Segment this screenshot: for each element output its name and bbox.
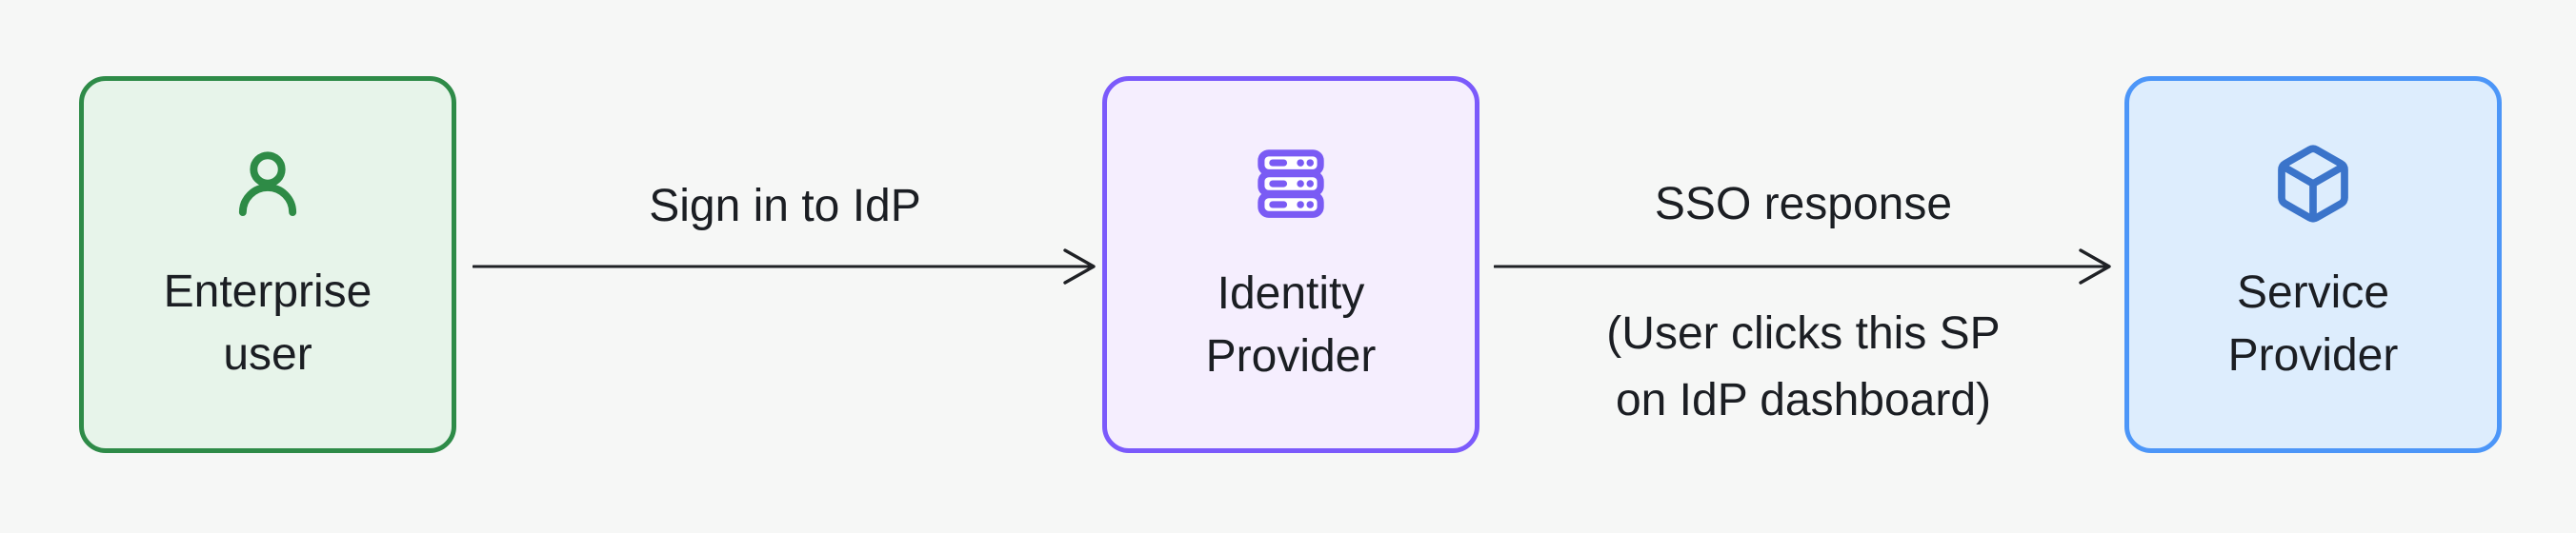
edge-label-sso-response: SSO response: [1654, 179, 1953, 229]
box-icon: [2271, 142, 2355, 226]
node-enterprise-user: Enterprise user: [79, 76, 456, 453]
arrow-user-to-idp: [473, 248, 1096, 285]
server-icon: [1248, 141, 1334, 227]
edge-note-sp-click: (User clicks this SP on IdP dashboard): [1494, 301, 2113, 434]
node-service-provider: Service Provider: [2124, 76, 2502, 453]
node-label: Service Provider: [2227, 267, 2399, 381]
node-label: Identity Provider: [1205, 268, 1377, 382]
edge-note-line1: (User clicks this SP: [1606, 308, 2001, 359]
edge-note-line2: on IdP dashboard): [1615, 375, 1992, 425]
node-label: Enterprise user: [163, 266, 372, 380]
arrow-idp-to-sp: [1494, 248, 2111, 285]
edge-label-sign-in: Sign in to IdP: [649, 181, 921, 231]
user-icon: [227, 143, 309, 225]
node-identity-provider: Identity Provider: [1102, 76, 1479, 453]
